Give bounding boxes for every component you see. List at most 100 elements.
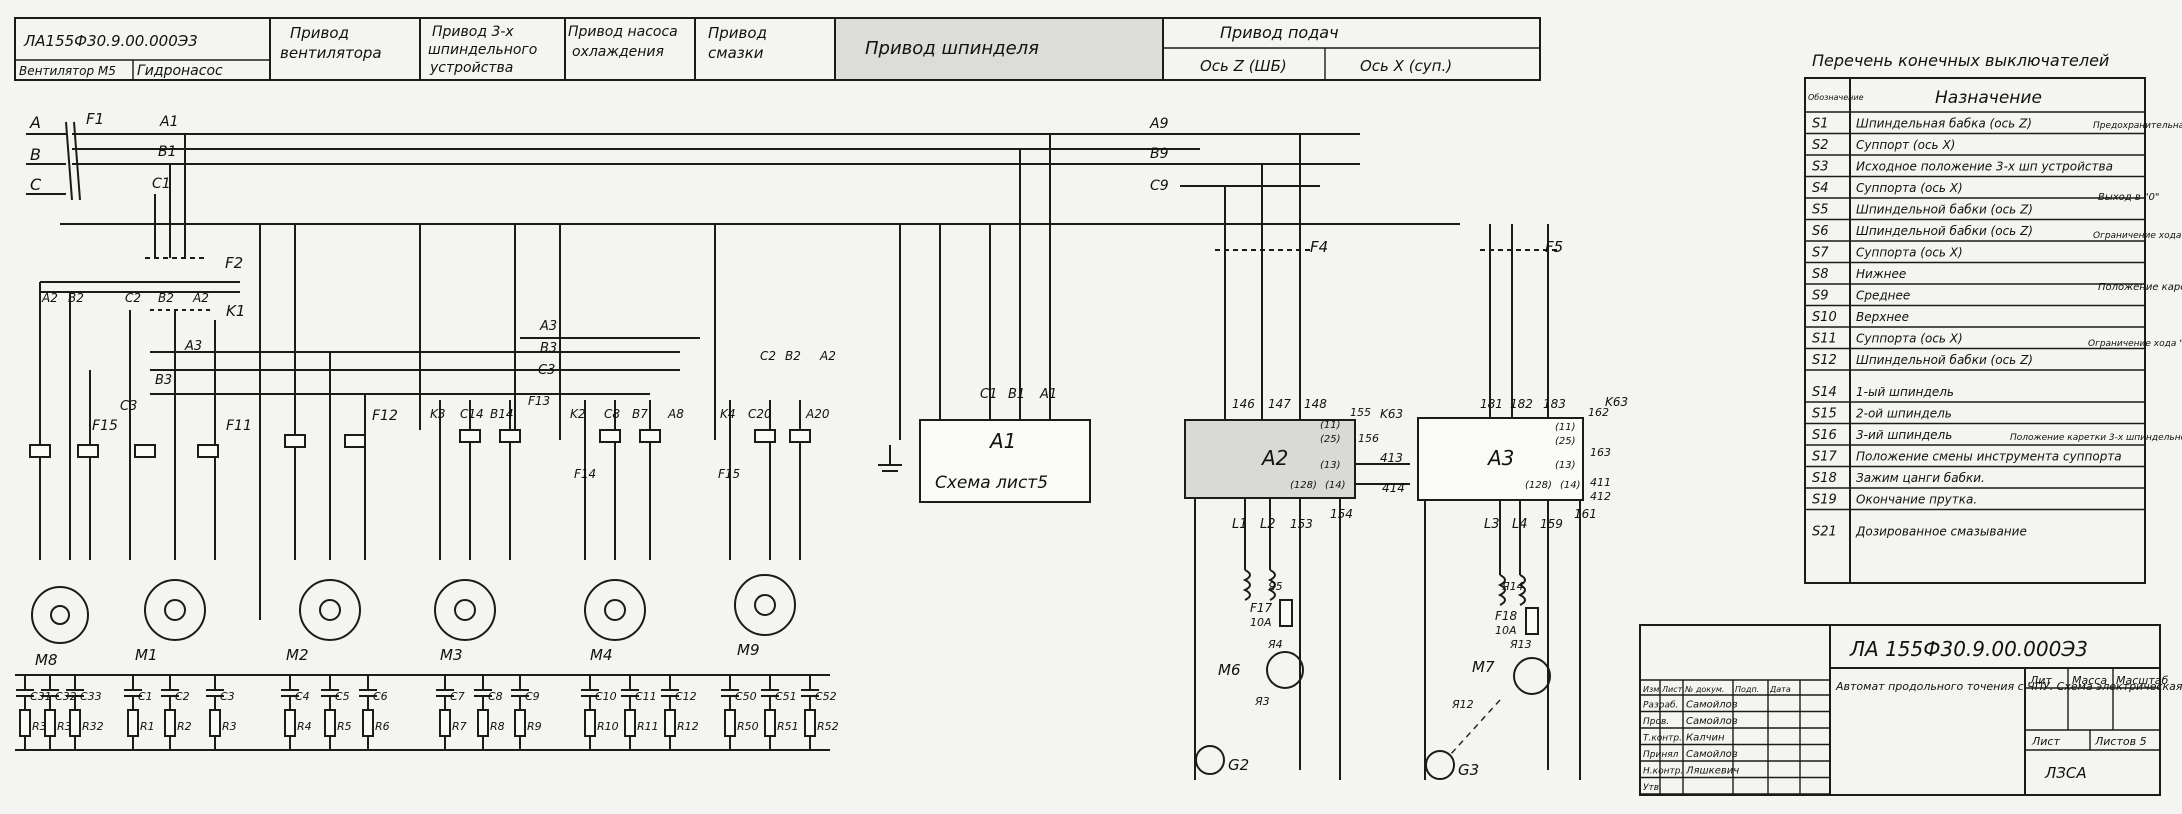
f18-label: F18: [1495, 609, 1518, 623]
tb-person: Самойлов: [1686, 716, 1738, 727]
head-scale: Масштаб: [2116, 674, 2168, 687]
limit-code: S10: [1812, 310, 1837, 325]
tb-role: Н.контр.: [1643, 767, 1683, 777]
resistor: [69, 709, 81, 737]
limit-code: S4: [1812, 181, 1829, 196]
axis-x-label: Ось X (суп.): [1360, 57, 1452, 75]
m2-label: M2: [286, 646, 309, 664]
limit-code: S18: [1812, 471, 1837, 486]
capacitor-label: C9: [525, 690, 540, 703]
limit-table-title: Перечень конечных выключателей: [1812, 51, 2109, 70]
c1-left-label: C1: [152, 176, 171, 192]
a2-out-l1: L1: [1232, 517, 1248, 532]
tb-role: Утв.: [1643, 783, 1662, 793]
k3-label: K3: [430, 407, 446, 421]
bus-b2b: B2: [158, 291, 174, 305]
resistor-label: R52: [817, 720, 839, 733]
f17-rating: 10A: [1250, 616, 1272, 629]
tb-col-head: Лист: [1661, 685, 1683, 694]
a1-block-title: A1: [988, 429, 1016, 453]
limit-purpose: Шпиндельная бабка (ось Z): [1856, 117, 2032, 131]
limit-purpose: Верхнее: [1856, 310, 1909, 324]
spindle-drive: Привод шпинделя: [865, 38, 1039, 59]
resistor: [209, 709, 221, 737]
limit-purpose: 3-ий шпиндель: [1856, 428, 1952, 442]
resistor-label: R6: [375, 720, 390, 733]
a8-label: A8: [667, 407, 684, 421]
a3-in-182: 182: [1510, 397, 1533, 411]
rc-suppressors: C31R31C32R31C33R32C1R1C2R2C3R3C4R4C5R5C6…: [16, 675, 839, 750]
limit-code: S12: [1812, 353, 1837, 368]
resistor: [764, 709, 776, 737]
f18-rating: 10A: [1495, 624, 1517, 637]
b7-label: B7: [632, 407, 648, 421]
capacitor-label: C52: [815, 690, 837, 703]
lube-drive-l1: Привод: [708, 24, 767, 42]
tb-person: Самойлов: [1686, 700, 1738, 711]
branch-m3: K3 C14 B14 F13 M3: [430, 394, 550, 664]
head-mass: Масса: [2072, 674, 2107, 687]
fan-drive-l1: Привод: [290, 24, 349, 42]
note-6: Положение каретки 3-х шпиндельного устро…: [2010, 433, 2182, 443]
limit-code: S9: [1812, 289, 1829, 304]
resistor-label: R11: [637, 720, 659, 733]
limit-code: S19: [1812, 493, 1837, 508]
resistor-label: R8: [490, 720, 505, 733]
a3-out-l3: L3: [1484, 517, 1500, 532]
col-purpose: Назначение: [1935, 88, 2042, 108]
title-block: ЛА 155Ф30.9.00.000Э3 Автомат продольного…: [1639, 624, 2182, 796]
f17-label: F17: [1250, 601, 1273, 615]
a2-pin-25: (25): [1320, 434, 1341, 445]
vent-label: Вентилятор М5: [19, 64, 116, 78]
motor-branches: F15 M8 F11 M1 F12 M2: [15, 282, 836, 751]
w411-label: 411: [1590, 476, 1611, 489]
tb-person: Калчин: [1686, 733, 1725, 744]
f15-breaker-label: F15: [92, 418, 118, 434]
capacitor-label: C10: [595, 690, 617, 703]
resistor-label: R32: [82, 720, 104, 733]
a1-in-b1: B1: [1008, 387, 1025, 402]
a2-pin-13: (13): [1320, 460, 1341, 471]
a1-block: C1 B1 A1 A1 Схема лист5: [878, 134, 1091, 503]
f5-label: F5: [1545, 238, 1563, 256]
k63b-label: K63: [1605, 395, 1628, 409]
g3-label: G3: [1458, 761, 1479, 779]
limit-purpose: Окончание прутка.: [1856, 493, 1977, 507]
capacitor-label: C12: [675, 690, 697, 703]
limit-code: S7: [1812, 246, 1829, 261]
a3-pin-11: (11): [1555, 422, 1576, 433]
c3-right-label: C3: [538, 363, 555, 378]
b3-label: B3: [155, 373, 172, 388]
coolant-drive-l2: охлаждения: [572, 44, 664, 60]
limit-purpose: Исходное положение 3-х шп устройства: [1856, 160, 2113, 174]
a1-block-ref: Схема лист5: [935, 473, 1048, 493]
a2-in-147: 147: [1268, 397, 1291, 411]
limit-purpose: Шпиндельной бабки (ось Z): [1856, 353, 2033, 367]
f11-breaker-label: F11: [226, 418, 252, 434]
f1-label: F1: [86, 110, 104, 128]
a3-in-181: 181: [1480, 397, 1503, 411]
resistor: [724, 709, 736, 737]
resistor-label: R9: [527, 720, 542, 733]
w163-label: 163: [1590, 446, 1611, 459]
a3-ya12: Я12: [1451, 698, 1474, 711]
resistor: [477, 709, 489, 737]
resistor-label: R1: [140, 720, 155, 733]
capacitor-label: C5: [335, 690, 350, 703]
limit-purpose: Суппорта (ось X): [1856, 181, 1963, 195]
capacitor-label: C31: [30, 690, 52, 703]
tb-role: Принял: [1643, 750, 1679, 760]
limit-code: S6: [1812, 224, 1829, 239]
limit-purpose: Суппорта (ось X): [1856, 246, 1963, 260]
note-2: Выход в "0": [2098, 192, 2160, 203]
note-5: Ограничение хода "—": [2088, 339, 2182, 349]
a3-out-161: 161: [1574, 507, 1597, 521]
capacitor-label: C51: [775, 690, 797, 703]
g2-label: G2: [1228, 756, 1249, 774]
m3-label: M3: [440, 646, 463, 664]
w412-label: 412: [1590, 490, 1611, 503]
a2-pin-11: (11): [1320, 420, 1341, 431]
resistor: [514, 709, 526, 737]
a2-pin-14: (14): [1325, 480, 1346, 491]
